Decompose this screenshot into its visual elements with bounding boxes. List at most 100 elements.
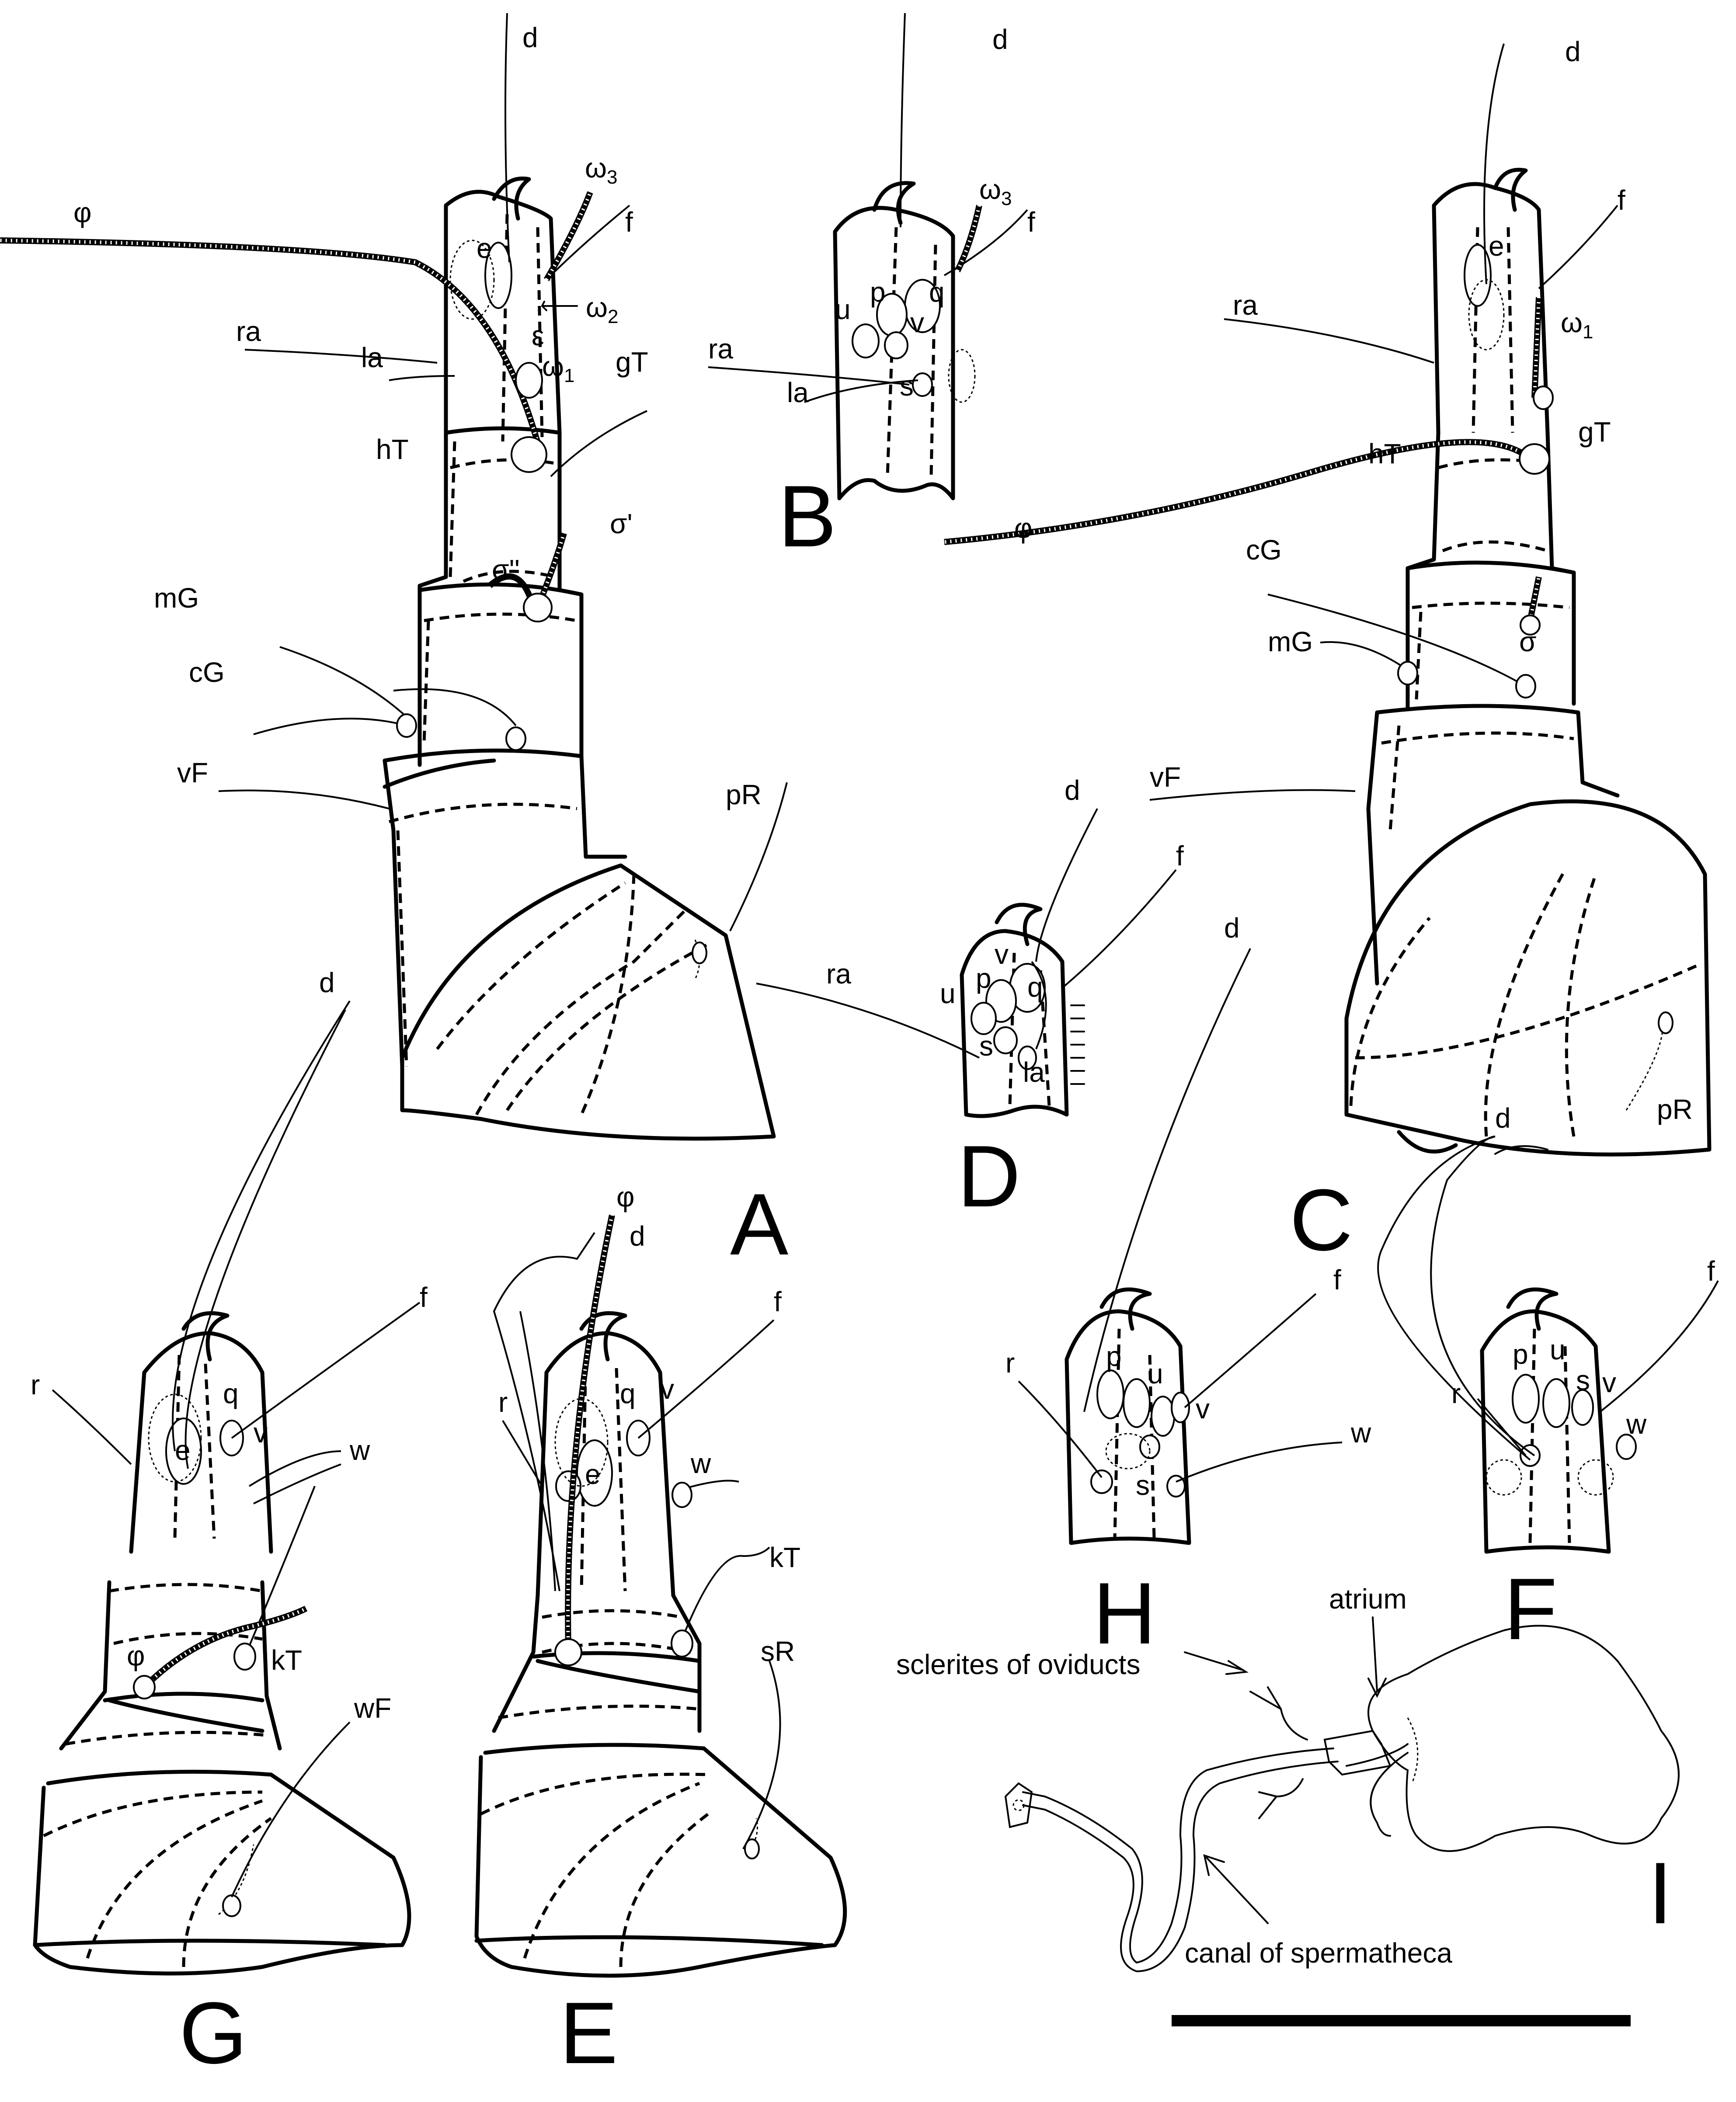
label-c-pr: pR — [1657, 1094, 1693, 1125]
label-c-ht: hT — [1368, 438, 1401, 469]
label-h-r: r — [1005, 1347, 1015, 1379]
label-c-d: d — [1565, 36, 1581, 67]
label-h-d: d — [1224, 912, 1240, 944]
label-e-f: f — [774, 1286, 782, 1317]
label-g-kt: kT — [271, 1644, 302, 1676]
label-a-vf: vF — [177, 757, 208, 789]
label-c-vf: vF — [1150, 761, 1181, 793]
label-b-omega3: ω3 — [979, 174, 1012, 209]
label-g-phi: φ — [127, 1640, 145, 1671]
label-c-gt: gT — [1578, 416, 1611, 448]
label-e-sr: sR — [761, 1636, 795, 1667]
label-g-q: q — [223, 1378, 239, 1409]
label-c-mg: mG — [1268, 626, 1313, 657]
label-d-v: v — [995, 938, 1009, 970]
annotation-atrium: atrium — [1329, 1583, 1407, 1615]
label-f-s: s — [1576, 1365, 1590, 1396]
panel-label-i: I — [1648, 1845, 1673, 1942]
label-h-p: p — [1106, 1341, 1122, 1372]
label-f-d: d — [1495, 1102, 1511, 1134]
label-d-s: s — [979, 1030, 993, 1062]
label-d-d: d — [1065, 775, 1080, 806]
figure-b-tarsus: d ω3 f p q u v ra la s B — [708, 13, 1035, 565]
annotation-canal-of-spermatheca: canal of spermatheca — [1185, 1937, 1452, 1969]
label-h-s: s — [1136, 1470, 1150, 1501]
label-c-omega1: ω1 — [1561, 307, 1593, 343]
label-a-omega1: ω1 — [542, 351, 574, 386]
label-a-cg: cG — [189, 657, 225, 688]
label-a-d: d — [522, 22, 538, 53]
label-d-p: p — [976, 962, 992, 994]
label-a-epsilon: ε — [532, 320, 544, 351]
label-e-v: v — [660, 1373, 674, 1405]
scale-bar — [1172, 2015, 1631, 2026]
label-c-sigma: σ — [1519, 626, 1537, 657]
label-a-pr: pR — [726, 779, 762, 810]
panel-label-b: B — [778, 468, 836, 565]
label-b-s: s — [900, 370, 914, 402]
panel-label-a: A — [730, 1176, 789, 1273]
figure-a-leg: d φ ω3 f e ω2 ε ra la ω1 gT hT σ' σ'' mG… — [0, 13, 789, 1273]
label-a-e: e — [477, 233, 492, 264]
label-a-sigma2: σ'' — [492, 554, 520, 585]
label-e-w: w — [690, 1448, 711, 1479]
label-b-la: la — [787, 377, 809, 408]
figure-i-spermatheca: atrium sclerites of oviducts canal of sp… — [896, 1583, 1680, 1973]
annotation-sclerites-of-oviducts: sclerites of oviducts — [896, 1649, 1140, 1680]
label-d-u: u — [940, 978, 956, 1009]
label-h-f: f — [1333, 1264, 1341, 1296]
label-g-w: w — [349, 1435, 370, 1466]
label-f-v: v — [1602, 1367, 1616, 1398]
label-c-cg: cG — [1246, 534, 1282, 566]
label-e-r: r — [498, 1386, 508, 1418]
label-a-ra: ra — [236, 316, 261, 347]
label-f-w: w — [1626, 1408, 1647, 1440]
figure-c-leg: d f ra e ω1 gT hT φ cG mG σ vF pR C — [944, 36, 1712, 1269]
figure-d-tarsus: d f v p q u ra s la D — [756, 775, 1184, 1225]
label-c-phi: φ — [1014, 512, 1033, 544]
label-f-r: r — [1451, 1378, 1461, 1409]
label-a-la: la — [361, 342, 383, 373]
label-d-la: la — [1023, 1056, 1045, 1088]
label-h-v: v — [1196, 1393, 1210, 1424]
figure-f-tarsus: d f p u s v r w F — [1377, 1102, 1719, 1658]
panel-label-c: C — [1290, 1171, 1353, 1269]
label-a-omega3: ω3 — [585, 152, 617, 188]
label-h-w: w — [1350, 1417, 1371, 1449]
label-c-e: e — [1489, 230, 1504, 262]
panel-label-g: G — [179, 1984, 247, 2082]
label-e-q: q — [620, 1378, 636, 1409]
label-h-u: u — [1148, 1358, 1163, 1390]
panel-label-h: H — [1093, 1565, 1156, 1662]
panel-label-e: E — [560, 1984, 618, 2082]
label-a-gt: gT — [616, 346, 648, 378]
label-f-p: p — [1513, 1338, 1528, 1370]
label-g-d: d — [319, 967, 335, 998]
label-b-q: q — [929, 276, 945, 308]
label-a-sigma1: σ' — [610, 508, 633, 539]
label-g-r: r — [31, 1369, 40, 1400]
label-c-f: f — [1618, 184, 1625, 216]
label-d-ra: ra — [826, 958, 851, 990]
label-b-u: u — [835, 294, 851, 325]
label-b-d: d — [992, 24, 1008, 55]
label-e-e: e — [585, 1459, 601, 1490]
label-b-f: f — [1027, 206, 1035, 238]
label-b-p: p — [870, 276, 886, 308]
label-c-ra: ra — [1233, 289, 1258, 321]
label-g-e: e — [175, 1435, 191, 1466]
label-e-d: d — [630, 1220, 645, 1252]
label-a-omega2: ω2 — [586, 292, 618, 327]
label-a-ht: hT — [376, 434, 409, 465]
panel-label-f: F — [1504, 1560, 1557, 1658]
figure-h-tarsus: d f r p u v w s H — [1005, 912, 1371, 1662]
figure-e-leg: φ d r f q v e w kT sR E — [474, 1181, 847, 2082]
label-b-ra: ra — [708, 333, 733, 365]
panel-label-d: D — [957, 1128, 1020, 1225]
label-g-v: v — [254, 1417, 268, 1449]
label-d-f: f — [1176, 840, 1184, 872]
label-b-v: v — [910, 307, 924, 338]
label-e-phi: φ — [616, 1181, 635, 1213]
label-d-q: q — [1027, 971, 1043, 1003]
